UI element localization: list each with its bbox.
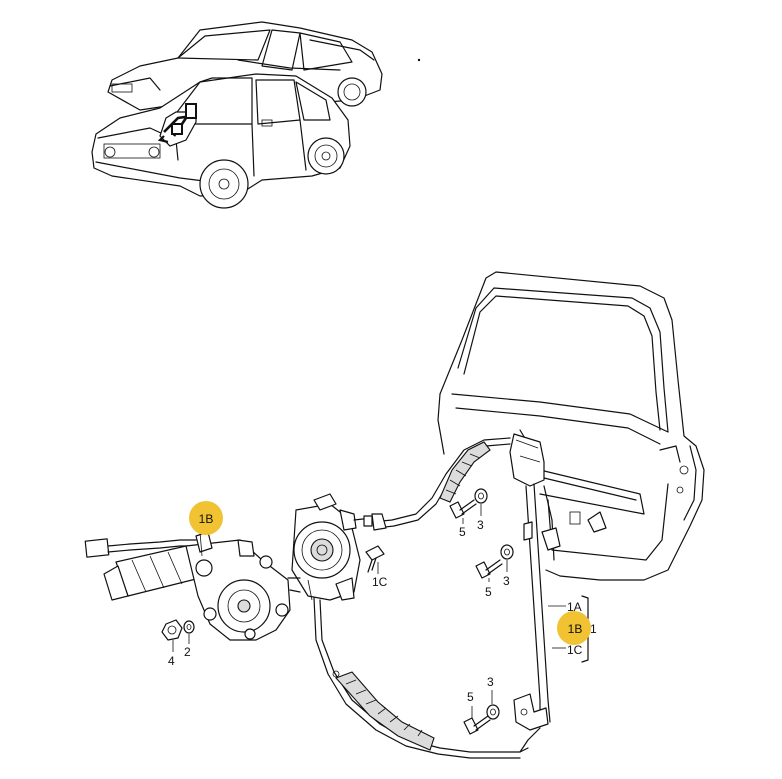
callout-1B-motor: 1B <box>189 501 223 535</box>
callout-5-top: 5 <box>459 525 466 539</box>
cable-drum <box>291 493 387 601</box>
callout-2: 2 <box>184 645 191 659</box>
washer-3-top <box>474 488 488 504</box>
window-cable <box>313 437 541 759</box>
callout-1C-bolt: 1C <box>372 575 388 589</box>
svg-text:1B: 1B <box>199 512 214 526</box>
washer-3-bot <box>486 704 500 720</box>
callout-1B-bracket: 1B <box>557 611 591 645</box>
door-frame <box>437 271 705 581</box>
car-illustration <box>91 21 383 209</box>
callout-1C-bracket: 1C <box>567 643 583 657</box>
bolt-1C <box>365 545 385 573</box>
callout-5-mid: 5 <box>485 585 492 599</box>
nut-4 <box>161 619 183 641</box>
bolt-5-mid <box>475 559 503 579</box>
hatchback-foreground <box>91 73 351 209</box>
callout-4: 4 <box>168 654 175 668</box>
window-motor <box>84 531 301 641</box>
svg-text:1B: 1B <box>568 622 583 636</box>
guide-rail <box>509 433 561 731</box>
callout-labels: 1B 1B 1A 1C 1 1C 2 4 3 5 3 5 3 5 <box>168 501 597 704</box>
bolt-5-top <box>449 499 477 519</box>
callout-1: 1 <box>590 622 597 636</box>
callout-3-top: 3 <box>477 518 484 532</box>
bolt-5-bot <box>463 715 491 735</box>
washer-2 <box>183 620 195 634</box>
callout-1A: 1A <box>567 600 582 614</box>
callout-3-mid: 3 <box>503 574 510 588</box>
washer-3-mid <box>500 544 514 560</box>
callout-3-bot: 3 <box>487 675 494 689</box>
callout-5-bot: 5 <box>467 690 474 704</box>
